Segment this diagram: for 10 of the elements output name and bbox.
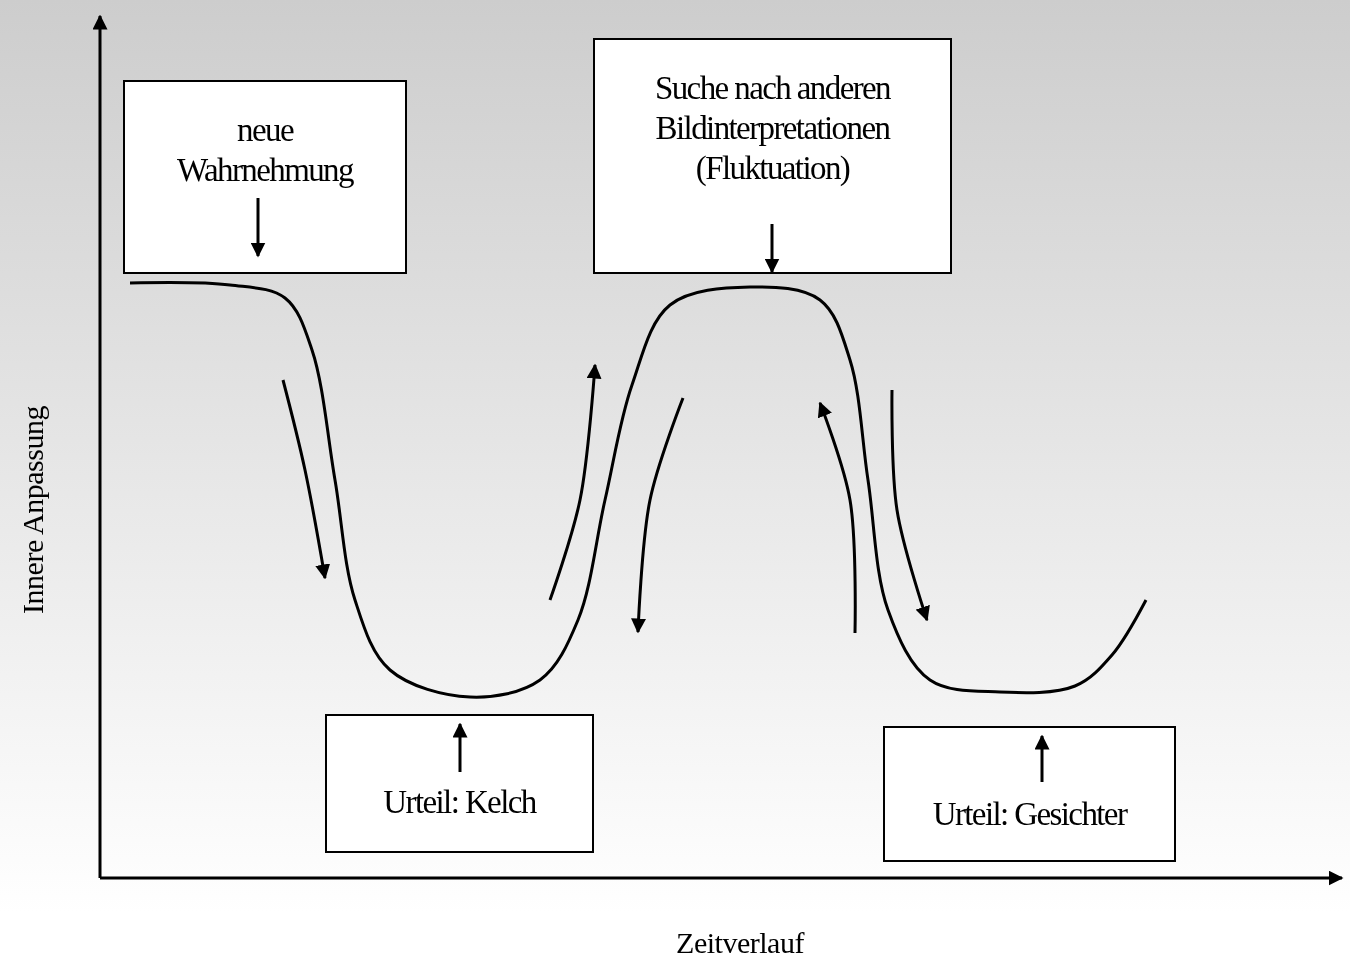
axis-title: Zeitverlauf [676,926,804,960]
box-text: Urteil: Gesichter [931,795,1128,834]
box-text: Urteil: Kelch [382,783,538,822]
text-box [593,38,952,274]
text-box [883,726,1176,862]
text-box [325,714,594,853]
box-text: Suche nach anderen Bildinterpretationen (Fluktuation) [653,69,892,188]
text-box [123,80,407,274]
axis-title: Innere Anpassung [16,406,50,614]
box-text: neue Wahrnehmung [176,111,355,190]
